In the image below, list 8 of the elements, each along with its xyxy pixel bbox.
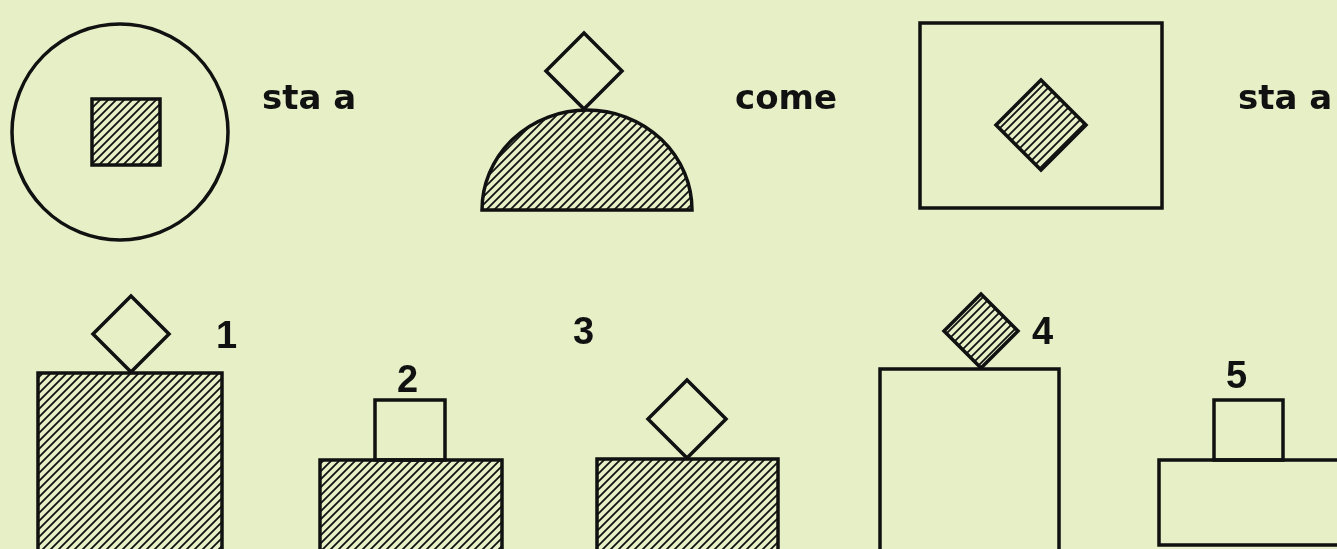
relation-text: come — [735, 80, 837, 114]
relation-text: sta a — [1238, 80, 1333, 114]
relation-text: sta a — [262, 80, 357, 114]
option-number: 4 — [1032, 312, 1054, 350]
option-number: 1 — [216, 316, 238, 354]
option-number: 5 — [1226, 356, 1248, 394]
option-number: 2 — [397, 360, 419, 398]
option-number: 3 — [573, 312, 595, 350]
